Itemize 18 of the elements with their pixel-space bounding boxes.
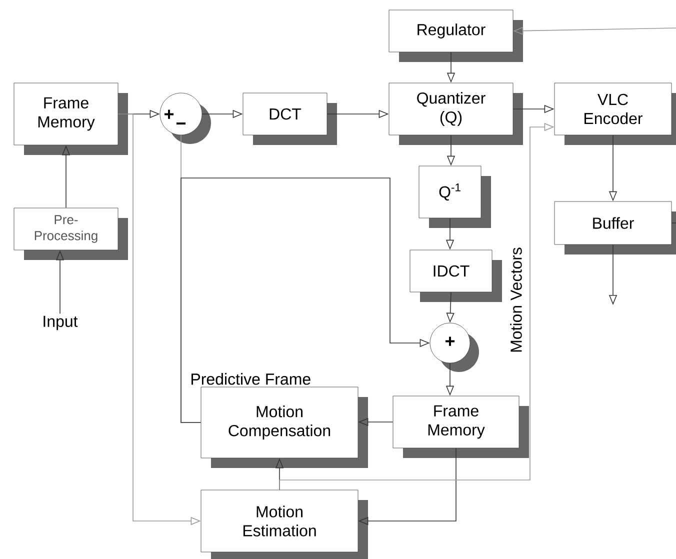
process-box: Frame Memory (392, 396, 529, 458)
process-box: IDCT (410, 250, 502, 302)
process-box: Regulator (388, 10, 523, 62)
input-label: Input (44, 316, 78, 330)
process-box: Motion Estimation (200, 490, 368, 559)
process-box: VLC Encoder (554, 82, 676, 145)
connector-line (671, 222, 676, 224)
process-box: Q$^{-1}$ (418, 166, 491, 228)
summing-junction: + − (160, 92, 211, 144)
edge-label: Motion Vectors (510, 248, 522, 352)
process-box: DCT (242, 92, 337, 145)
process-box: Buffer (554, 201, 676, 254)
process-box: Quantizer (Q) (388, 82, 523, 145)
node-label: Predictive Frame (192, 373, 310, 385)
process-box: Frame Memory (14, 82, 128, 155)
process-box: Pre-Processing (14, 208, 128, 260)
summing-junction: + (430, 322, 479, 372)
process-box: Predictive Frame Motion Compensation (192, 373, 368, 468)
